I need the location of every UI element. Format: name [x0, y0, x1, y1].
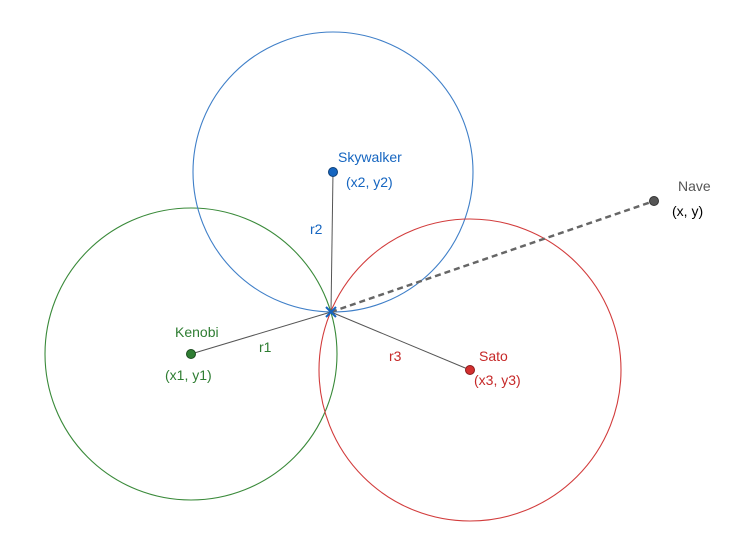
r1-line — [190, 311, 332, 355]
nave-coords: (x, y) — [672, 203, 703, 219]
r3-line — [330, 311, 471, 371]
nave-label: Nave — [678, 178, 711, 194]
sato-coords: (x3, y3) — [474, 372, 521, 388]
skywalker-point — [328, 167, 338, 177]
r3-label: r3 — [389, 348, 402, 364]
sato-point — [465, 365, 475, 375]
sato-label: Sato — [479, 348, 508, 364]
nave-point — [649, 196, 659, 206]
sato-range-circle — [318, 218, 622, 522]
kenobi-range-circle — [44, 207, 338, 501]
r2-line — [330, 171, 334, 313]
kenobi-coords: (x1, y1) — [165, 367, 212, 383]
kenobi-label: Kenobi — [175, 324, 219, 340]
skywalker-label: Skywalker — [338, 149, 402, 165]
r2-label: r2 — [310, 221, 323, 237]
kenobi-point — [186, 349, 196, 359]
intersection-marker — [325, 306, 337, 318]
r1-label: r1 — [259, 339, 272, 355]
ship-dashed-line — [330, 199, 655, 314]
skywalker-coords: (x2, y2) — [346, 174, 393, 190]
